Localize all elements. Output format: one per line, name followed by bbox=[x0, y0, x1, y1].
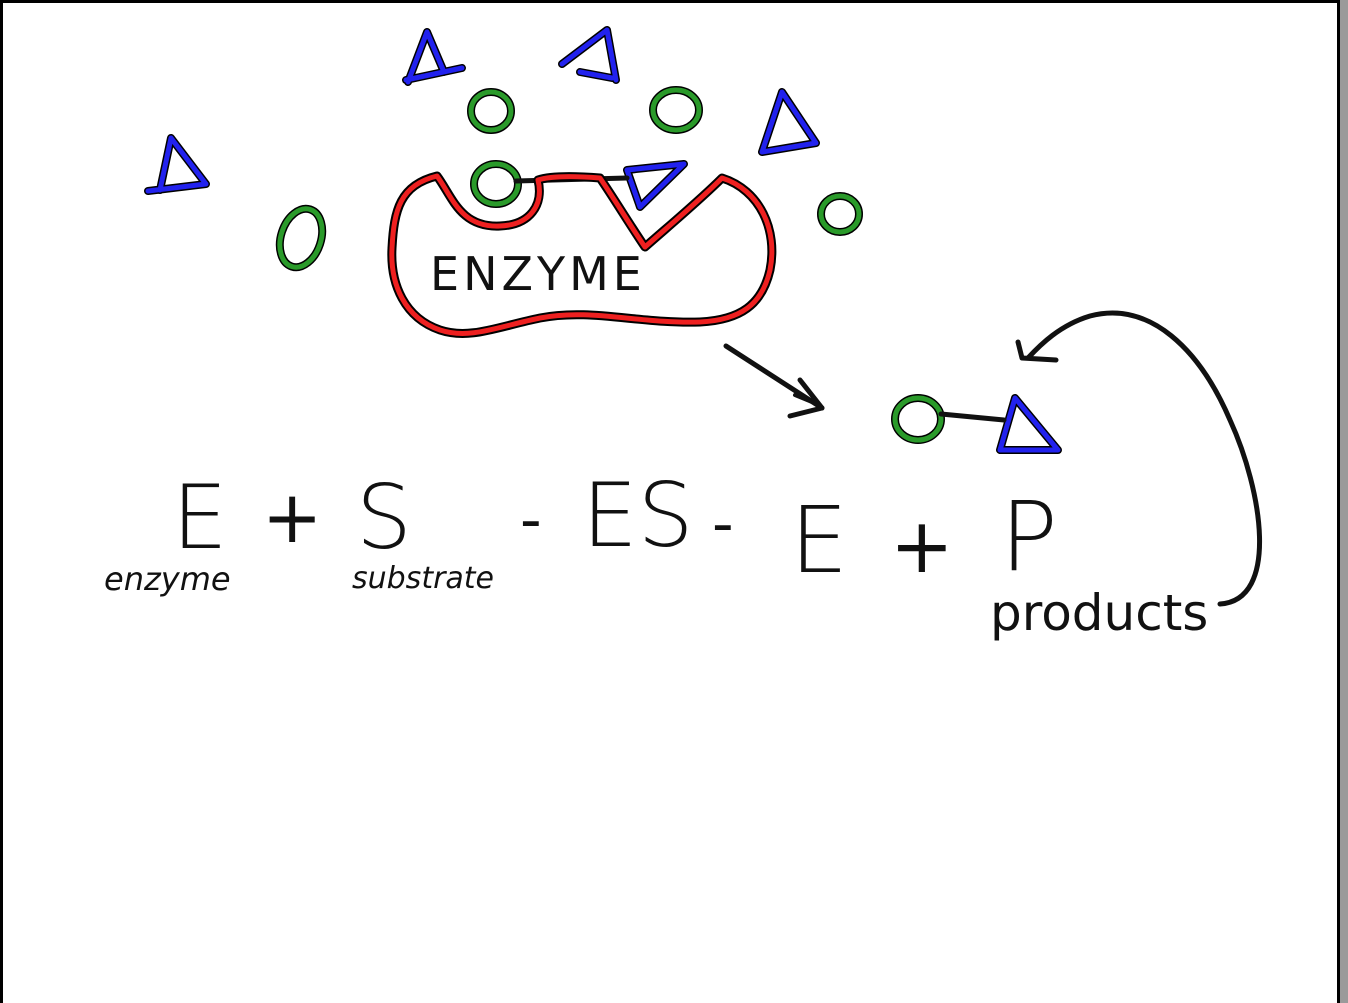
circle-shape bbox=[818, 193, 862, 235]
product-circle bbox=[892, 395, 944, 443]
frame-right-border bbox=[1337, 0, 1340, 1003]
equation-enzyme-symbol: E bbox=[790, 487, 848, 594]
triangle-shape bbox=[759, 89, 819, 155]
triangle-shape bbox=[403, 29, 465, 85]
bound-triangle bbox=[624, 161, 687, 210]
triangle-shape bbox=[145, 135, 209, 194]
equation-enzyme-symbol: E bbox=[172, 466, 228, 569]
substrate-circles bbox=[275, 86, 945, 444]
reaction-arrow bbox=[723, 343, 825, 419]
equation-substrate-symbol: S bbox=[356, 466, 412, 569]
bound-circle bbox=[471, 161, 521, 207]
product-triangle bbox=[997, 395, 1061, 453]
equation-arrow: - bbox=[520, 485, 542, 555]
circle-shape bbox=[650, 87, 702, 133]
products-caption: products bbox=[990, 584, 1208, 642]
substrate-triangles bbox=[144, 26, 1062, 454]
scrollbar-track bbox=[1340, 0, 1348, 1003]
triangle-shape bbox=[559, 27, 619, 83]
equation-complex-symbol: ES bbox=[582, 464, 693, 567]
equation-plus-sign: + bbox=[890, 501, 954, 590]
enzyme-label: ENZYME bbox=[430, 247, 646, 301]
circle-shape bbox=[468, 89, 514, 133]
substrate-caption: substrate bbox=[352, 561, 494, 596]
circle-shape bbox=[277, 206, 325, 270]
products-pointer-arrow bbox=[1015, 310, 1262, 607]
frame-left-border bbox=[0, 0, 3, 1003]
product-bond bbox=[938, 411, 1007, 423]
equation-arrow: - bbox=[712, 489, 734, 559]
frame-top-border bbox=[0, 0, 1340, 3]
reaction-equation: E + S - ES - E + P enzyme substrate prod… bbox=[104, 464, 1208, 642]
enzyme-shape bbox=[387, 171, 777, 338]
enzyme-caption: enzyme bbox=[104, 560, 231, 598]
equation-plus-sign: + bbox=[262, 475, 322, 559]
equation-products-symbol: P bbox=[1000, 481, 1058, 593]
